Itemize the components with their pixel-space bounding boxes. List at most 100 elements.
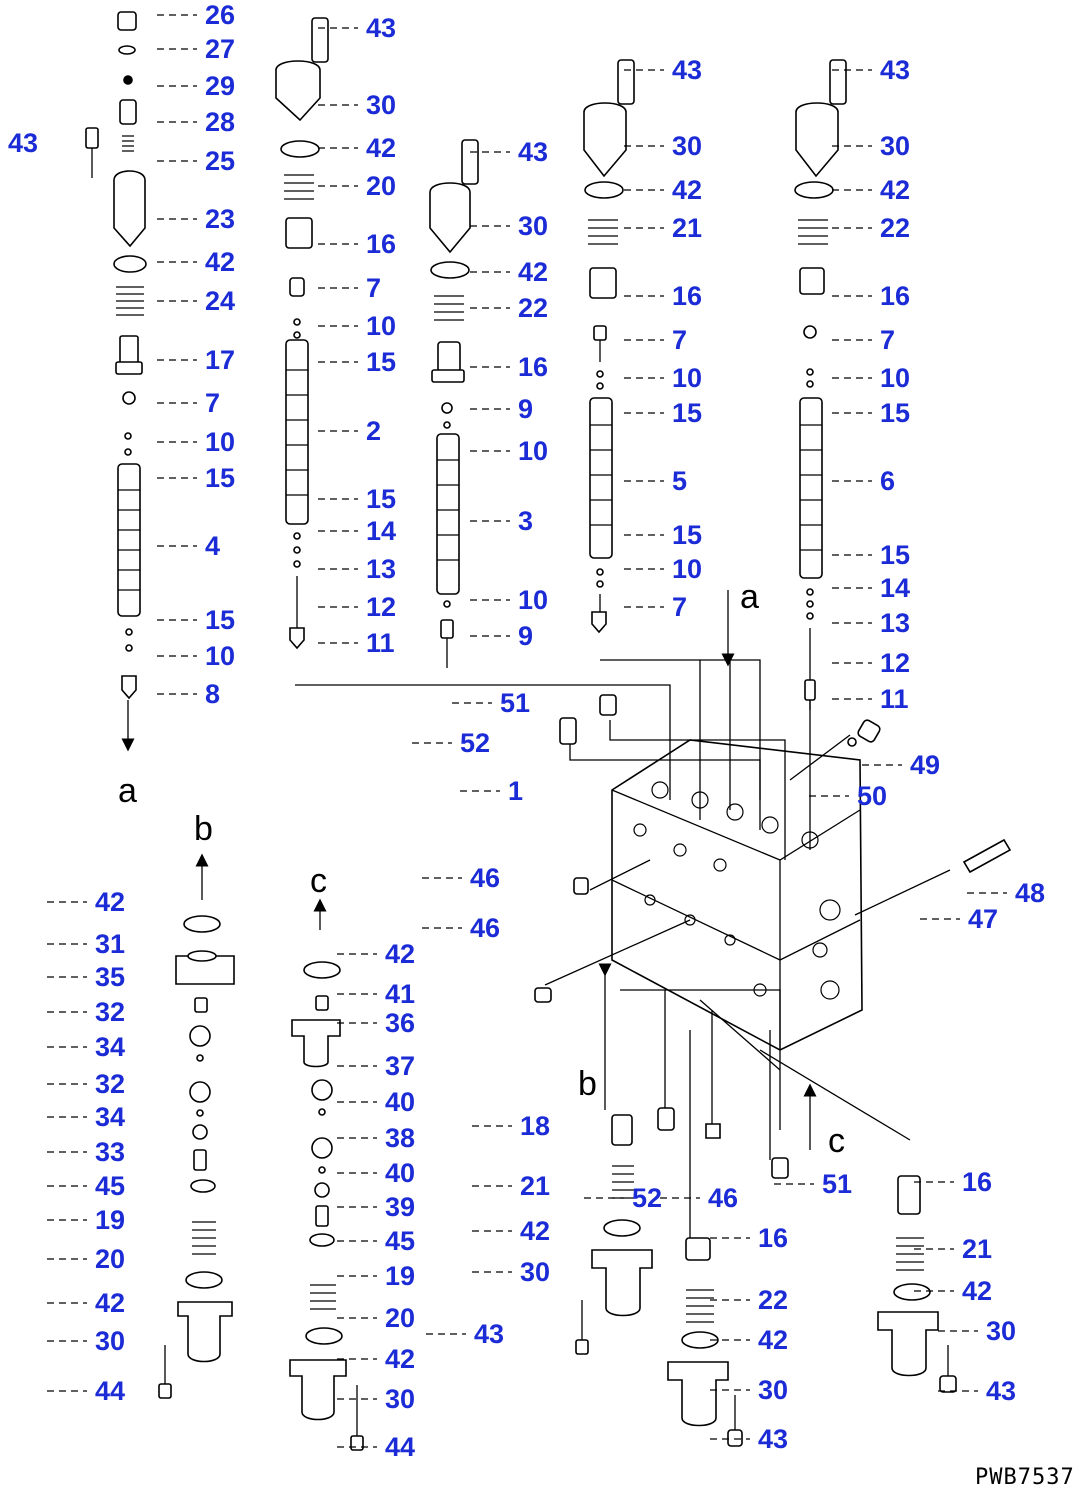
callout-51: 51 — [822, 1169, 852, 1199]
callout-35: 35 — [95, 962, 125, 992]
callout-42: 42 — [758, 1325, 788, 1355]
callout-20: 20 — [366, 171, 396, 201]
callout-10: 10 — [205, 427, 235, 457]
callout-37: 37 — [385, 1051, 415, 1081]
marker-b-top: b — [194, 810, 213, 848]
callout-43: 43 — [986, 1376, 1016, 1406]
callout-46: 46 — [470, 863, 500, 893]
callout-10: 10 — [205, 641, 235, 671]
callout-9: 9 — [518, 621, 533, 651]
callout-36: 36 — [385, 1008, 415, 1038]
callout-10: 10 — [366, 311, 396, 341]
callout-7: 7 — [880, 325, 895, 355]
callout-45: 45 — [95, 1171, 125, 1201]
callout-15: 15 — [366, 484, 396, 514]
callout-46: 46 — [708, 1183, 738, 1213]
callout-30: 30 — [672, 131, 702, 161]
marker-c-body: c — [828, 1122, 845, 1160]
callout-20: 20 — [385, 1303, 415, 1333]
callout-labels: 26 27 29 28 25 43 23 42 24 17 7 10 15 4 … — [8, 0, 1045, 1462]
callout-42: 42 — [366, 133, 396, 163]
callout-10: 10 — [672, 554, 702, 584]
callout-23: 23 — [205, 204, 235, 234]
callout-33: 33 — [95, 1137, 125, 1167]
callout-16: 16 — [880, 281, 910, 311]
callout-15: 15 — [672, 520, 702, 550]
callout-19: 19 — [385, 1261, 415, 1291]
callout-21: 21 — [672, 213, 702, 243]
callout-30: 30 — [880, 131, 910, 161]
callout-25: 25 — [205, 146, 235, 176]
callout-46: 46 — [470, 913, 500, 943]
callout-10: 10 — [518, 585, 548, 615]
callout-43: 43 — [518, 137, 548, 167]
callout-15: 15 — [205, 605, 235, 635]
spool-assembly-4 — [85, 11, 147, 752]
callout-27: 27 — [205, 34, 235, 64]
callout-44: 44 — [95, 1376, 125, 1406]
marker-a-top: a — [740, 578, 759, 616]
callout-21: 21 — [520, 1171, 550, 1201]
callout-22: 22 — [518, 293, 548, 323]
spool-assembly-6 — [794, 59, 847, 710]
callout-43: 43 — [8, 128, 38, 158]
callout-50: 50 — [857, 781, 887, 811]
callout-40: 40 — [385, 1087, 415, 1117]
callout-52: 52 — [460, 728, 490, 758]
callout-11: 11 — [366, 628, 395, 658]
callout-30: 30 — [986, 1316, 1016, 1346]
callout-7: 7 — [672, 592, 687, 622]
callout-11: 11 — [880, 684, 909, 714]
callout-28: 28 — [205, 107, 235, 137]
callout-42: 42 — [520, 1216, 550, 1246]
drawing-code: PWB7537 — [975, 1465, 1075, 1490]
callout-15: 15 — [880, 540, 910, 570]
callout-40: 40 — [385, 1158, 415, 1188]
callout-14: 14 — [366, 516, 396, 546]
callout-30: 30 — [95, 1326, 125, 1356]
callout-43: 43 — [366, 13, 396, 43]
callout-29: 29 — [205, 71, 235, 101]
parts-artwork — [85, 11, 1012, 1451]
callout-30: 30 — [366, 90, 396, 120]
callout-44: 44 — [385, 1432, 415, 1462]
callout-49: 49 — [910, 750, 940, 780]
valve-body-1 — [295, 590, 951, 1240]
callout-30: 30 — [758, 1375, 788, 1405]
callout-30: 30 — [385, 1384, 415, 1414]
callout-42: 42 — [962, 1276, 992, 1306]
callout-20: 20 — [95, 1244, 125, 1274]
callout-26: 26 — [205, 0, 235, 30]
callout-43: 43 — [758, 1424, 788, 1454]
callout-18: 18 — [520, 1111, 550, 1141]
callout-7: 7 — [205, 388, 220, 418]
callout-34: 34 — [95, 1102, 125, 1132]
callout-17: 17 — [205, 345, 235, 375]
callout-16: 16 — [758, 1223, 788, 1253]
callout-42: 42 — [880, 175, 910, 205]
callout-6: 6 — [880, 466, 895, 496]
callout-3: 3 — [518, 506, 533, 536]
callout-42: 42 — [385, 939, 415, 969]
callout-10: 10 — [880, 363, 910, 393]
connection-markers: a a b b c c — [118, 578, 845, 1160]
callout-7: 7 — [366, 273, 381, 303]
callout-12: 12 — [366, 592, 396, 622]
callout-12: 12 — [880, 648, 910, 678]
callout-38: 38 — [385, 1123, 415, 1153]
callout-43: 43 — [474, 1319, 504, 1349]
callout-52: 52 — [632, 1183, 662, 1213]
marker-a-bottom: a — [118, 772, 137, 810]
callout-19: 19 — [95, 1205, 125, 1235]
callout-24: 24 — [205, 286, 235, 316]
callout-16: 16 — [518, 352, 548, 382]
callout-42: 42 — [95, 887, 125, 917]
callout-51: 51 — [500, 688, 530, 718]
callout-16: 16 — [672, 281, 702, 311]
spool-assembly-3 — [429, 139, 479, 668]
callout-30: 30 — [518, 211, 548, 241]
callout-1: 1 — [508, 776, 523, 806]
callout-42: 42 — [385, 1344, 415, 1374]
callout-22: 22 — [758, 1285, 788, 1315]
